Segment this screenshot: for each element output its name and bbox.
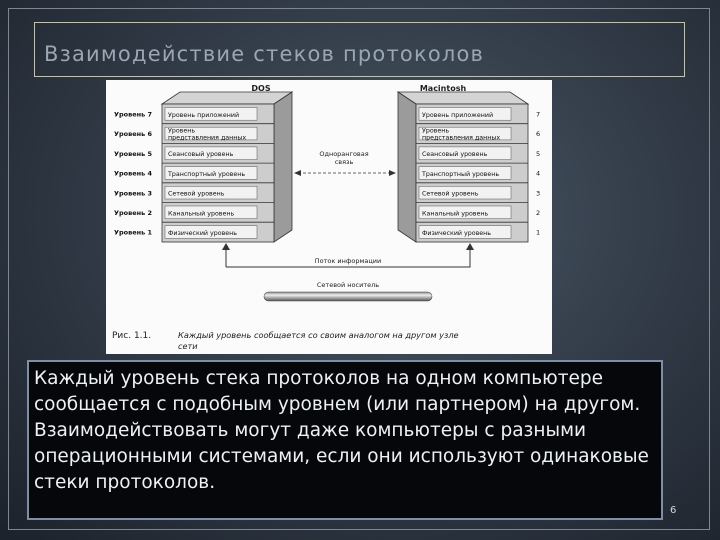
- right-layer-1-text: Физический уровень: [422, 229, 491, 237]
- right-layer-6-text: представления данных: [422, 135, 500, 142]
- figure-caption-line-1: Каждый уровень сообщается со своим анало…: [178, 330, 459, 340]
- level-label: Уровень 7: [114, 111, 152, 119]
- slide-frame: [8, 8, 710, 530]
- slide-body-text: Каждый уровень стека протоколов на одном…: [34, 368, 649, 493]
- left-layer-2-text: Канальный уровень: [168, 209, 235, 217]
- right-layer-7-text: Уровень приложений: [422, 111, 493, 119]
- slide-title: Взаимодействие стеков протоколов: [44, 42, 485, 66]
- level-number: 6: [536, 130, 540, 138]
- right-layer-6-text: Уровень: [422, 128, 449, 135]
- figure-caption-line-2: сети: [178, 341, 198, 351]
- network-cable: [263, 291, 433, 302]
- level-label: Уровень 5: [114, 150, 153, 158]
- left-stack-title: DOS: [251, 84, 270, 93]
- level-number: 1: [536, 229, 540, 237]
- level-number: 7: [536, 111, 540, 119]
- left-layer-5-text: Сеансовый уровень: [168, 150, 234, 158]
- peer-link-line-1: Одноранговая: [319, 150, 368, 158]
- peer-link-arrow: [294, 170, 396, 176]
- left-layer-1-text: Физический уровень: [168, 229, 237, 237]
- level-label: Уровень 1: [114, 229, 153, 237]
- right-stack-title: Macintosh: [420, 84, 467, 93]
- level-number: 4: [536, 170, 540, 178]
- level-number: 5: [536, 150, 540, 158]
- right-layer-3-text: Сетевой уровень: [422, 190, 479, 198]
- right-layer-5-text: Сеансовый уровень: [422, 150, 488, 158]
- right-layer-4-text: Транспортный уровень: [421, 170, 499, 178]
- left-layer-6-text: Уровень: [168, 128, 195, 135]
- page-number: 6: [670, 505, 677, 516]
- figure-ref: Рис. 1.1.: [112, 331, 151, 341]
- level-number: 2: [536, 209, 540, 217]
- info-flow-label: Поток информации: [315, 257, 382, 265]
- level-label: Уровень 3: [114, 189, 152, 197]
- title-frame: [34, 22, 685, 77]
- left-layer-6-text: представления данных: [168, 135, 246, 142]
- left-layer-4-text: Транспортный уровень: [167, 170, 245, 178]
- caption-box: [27, 360, 663, 520]
- level-label: Уровень 6: [114, 130, 153, 138]
- level-label: Уровень 4: [114, 170, 153, 178]
- right-layer-2-text: Канальный уровень: [422, 209, 489, 217]
- level-label: Уровень 2: [114, 209, 152, 217]
- level-number: 3: [536, 189, 540, 197]
- peer-link-line-2: связь: [335, 158, 354, 166]
- left-layer-7-text: Уровень приложений: [168, 111, 239, 119]
- info-flow-arrow: [222, 243, 474, 268]
- medium-label: Сетевой носитель: [317, 281, 379, 289]
- left-layer-3-text: Сетевой уровень: [168, 190, 225, 198]
